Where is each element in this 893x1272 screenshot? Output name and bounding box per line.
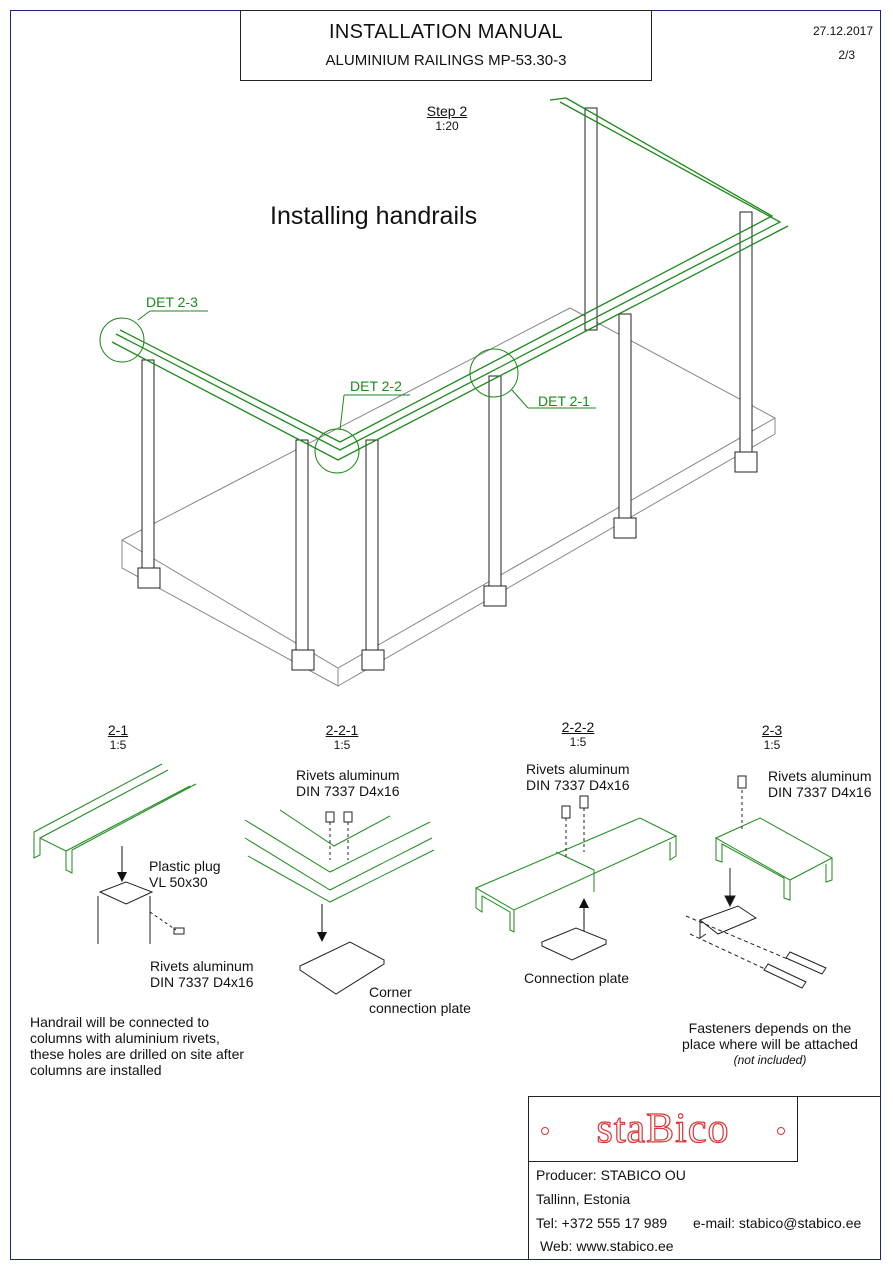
detail-circles [99, 310, 596, 474]
detail-2-2-1-drawing [244, 809, 435, 995]
producer-city: Tallinn, Estonia [536, 1191, 631, 1207]
detail-2-2-1-rivets: Rivets aluminum DIN 7337 D4x16 [296, 767, 400, 799]
detail-2-3-drawing [685, 775, 834, 989]
detail-2-1-scale: 1:5 [109, 738, 127, 752]
step-block: Step 2 1:20 [414, 103, 480, 133]
detail-2-2-2-scale: 1:5 [569, 735, 587, 749]
detail-2-2-2-rivets: Rivets aluminum DIN 7337 D4x16 [526, 761, 630, 793]
detail-2-2-1-header: 2-2-1 1:5 [316, 722, 368, 752]
detail-2-2-2-header: 2-2-2 1:5 [552, 719, 604, 749]
date: 27.12.2017 [812, 24, 873, 38]
detail-2-2-1-label: 2-2-1 [325, 722, 359, 738]
producer-name: Producer: STABICO OU [536, 1167, 686, 1183]
manual-title: INSTALLATION MANUAL [329, 21, 563, 43]
detail-2-3-header: 2-3 1:5 [752, 722, 792, 752]
title-block: INSTALLATION MANUAL ALUMINIUM RAILINGS M… [240, 10, 652, 81]
logo-dot-left [541, 1127, 549, 1135]
plastic-plug-label: Plastic plug VL 50x30 [149, 858, 221, 890]
detail-2-3-scale: 1:5 [763, 738, 781, 752]
stabico-logo: staBico [596, 1105, 730, 1152]
detail-2-3-label: 2-3 [761, 722, 783, 738]
detail-2-2-1-scale: 1:5 [333, 738, 351, 752]
fasteners-note: Fasteners depends on the place where wil… [682, 1020, 858, 1067]
logo-box: staBico [528, 1096, 798, 1162]
step-scale: 1:20 [435, 119, 459, 133]
callout-det-2-2: DET 2-2 [350, 378, 402, 394]
detail-2-2-2-drawing [474, 795, 678, 961]
floor-slab [120, 307, 777, 687]
detail-2-3-rivets: Rivets aluminum DIN 7337 D4x16 [768, 768, 872, 800]
manual-subtitle: ALUMINIUM RAILINGS MP-53.30-3 [325, 52, 567, 69]
detail-2-1-rivets: Rivets aluminum DIN 7337 D4x16 [150, 958, 254, 990]
detail-2-1-label: 2-1 [107, 722, 129, 738]
logo-dot-right [777, 1127, 785, 1135]
handrail [111, 97, 789, 461]
producer-email[interactable]: e-mail: stabico@stabico.ee [693, 1215, 862, 1231]
installation-note: Handrail will be connected to columns wi… [30, 1014, 245, 1078]
producer-phone: Tel: +372 555 17 989 [536, 1215, 668, 1231]
step-heading: Installing handrails [270, 202, 478, 230]
step-label: Step 2 [426, 103, 468, 119]
detail-2-2-2-label: 2-2-2 [561, 719, 595, 735]
page-number: 2/3 [838, 48, 855, 62]
callout-det-2-1: DET 2-1 [538, 393, 590, 409]
callout-det-2-3: DET 2-3 [146, 294, 198, 310]
columns [137, 107, 758, 671]
corner-plate-label: Corner connection plate [369, 984, 471, 1016]
producer-web[interactable]: Web: www.stabico.ee [540, 1238, 674, 1254]
detail-2-1-header: 2-1 1:5 [96, 722, 140, 752]
connection-plate-label: Connection plate [524, 970, 630, 986]
detail-2-1-drawing [33, 763, 197, 944]
